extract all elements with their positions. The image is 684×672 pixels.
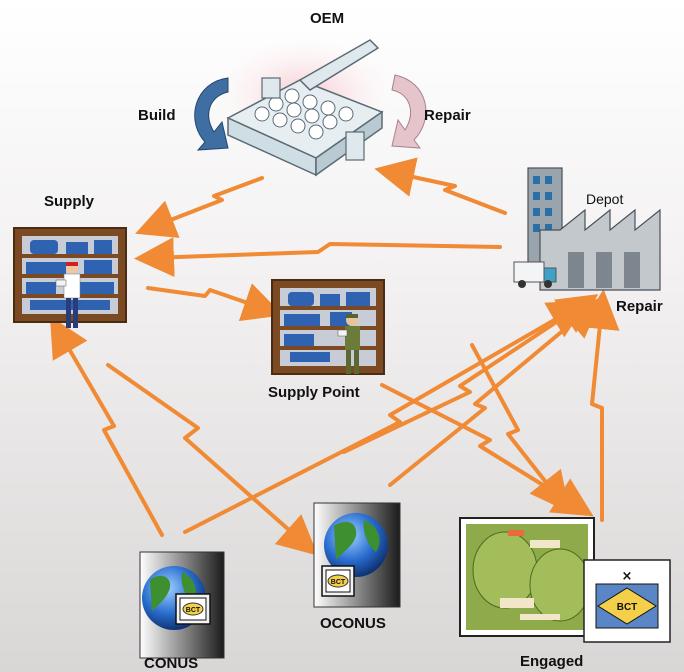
arrow-depot-to-oem [374, 157, 507, 215]
soldier-figure [337, 314, 360, 374]
depot-building [513, 167, 661, 291]
arrow-depot-to-supply [134, 237, 502, 278]
repair-top-label: Repair [424, 107, 471, 124]
arrow-supplypoint-to-repair [342, 294, 599, 454]
oconus-badge-text: BCT [331, 579, 346, 586]
oem-factory [220, 39, 390, 177]
build-cycle-arrow [194, 77, 229, 151]
oconus-card: BCT [313, 502, 401, 608]
conus-card: BCT [139, 551, 225, 659]
build-label: Build [138, 107, 176, 124]
oconus-label: OCONUS [320, 615, 386, 632]
engaged-label: Engaged [520, 653, 584, 670]
arrow-oconus-to-repair [388, 297, 603, 487]
repair-cycle-arrow [391, 74, 427, 149]
arrow-repair-to-engaged [470, 343, 570, 513]
oem-label: OEM [310, 10, 345, 27]
engaged-card: BCT × [459, 517, 671, 643]
repair-right-label: Repair [616, 298, 663, 315]
supply-label: Supply [44, 193, 95, 210]
arrow-oem-to-supply [135, 176, 264, 238]
supply-shelf-image [13, 227, 127, 328]
engaged-badge-text: BCT [617, 602, 638, 613]
arrow-conus-to-supply [49, 316, 164, 537]
supply-point-label: Supply Point [268, 384, 360, 401]
arrow-engaged-to-repair [579, 289, 620, 522]
truck-icon [513, 261, 557, 288]
worker-figure [55, 262, 81, 328]
depot-label: Depot [586, 191, 624, 207]
conus-badge-text: BCT [186, 607, 201, 614]
close-icon: × [622, 569, 633, 584]
arrow-supply-to-supplypoint [146, 283, 284, 322]
supply-point-shelf-image [271, 279, 385, 375]
arrow-supply-to-oconus [106, 363, 318, 556]
flow-arrows [49, 157, 620, 556]
conus-label: CONUS [144, 655, 199, 672]
